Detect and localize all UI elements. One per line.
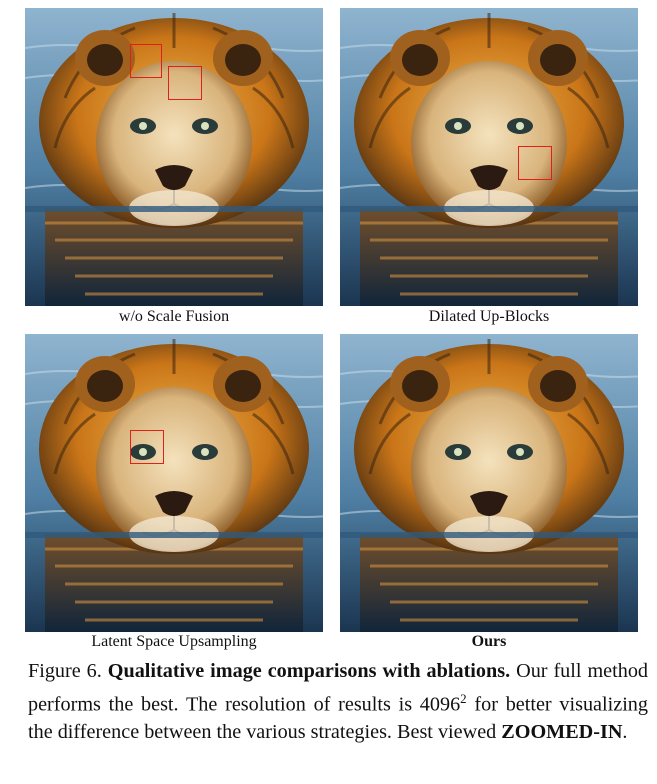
figure-label: Figure 6.: [28, 660, 102, 682]
lion-image: [25, 334, 323, 632]
lion-image: [340, 334, 638, 632]
image-panel-ours: [340, 334, 638, 632]
highlight-box: [130, 44, 162, 78]
panel-label-latent-space-upsampling: Latent Space Upsampling: [91, 633, 257, 650]
caption-text-continued: for better visualizing the difference be…: [28, 693, 648, 743]
caption-superscript: 2: [460, 691, 467, 706]
caption-emphasis: ZOOMED-IN: [501, 720, 623, 743]
highlight-box: [518, 146, 552, 180]
lion-image: [340, 8, 638, 306]
panel-label-ours: Ours: [471, 633, 507, 650]
caption-title: Qualitative image comparisons with ablat…: [107, 660, 511, 682]
caption-end: .: [622, 720, 628, 743]
highlight-box: [130, 430, 164, 464]
image-panel-latent-space-upsampling: [25, 334, 323, 632]
lion-image: [25, 8, 323, 306]
caption-text: Our full method performs the best. The r…: [28, 660, 649, 716]
figure-caption: Figure 6. Qualitative image comparisons …: [28, 658, 648, 746]
panel-label-dilated-up-blocks: Dilated Up-Blocks: [428, 308, 550, 325]
image-panel-wo-scale-fusion: [25, 8, 323, 306]
image-panel-dilated-up-blocks: [340, 8, 638, 306]
panel-label-wo-scale-fusion: w/o Scale Fusion: [118, 308, 230, 325]
highlight-box: [168, 66, 202, 100]
